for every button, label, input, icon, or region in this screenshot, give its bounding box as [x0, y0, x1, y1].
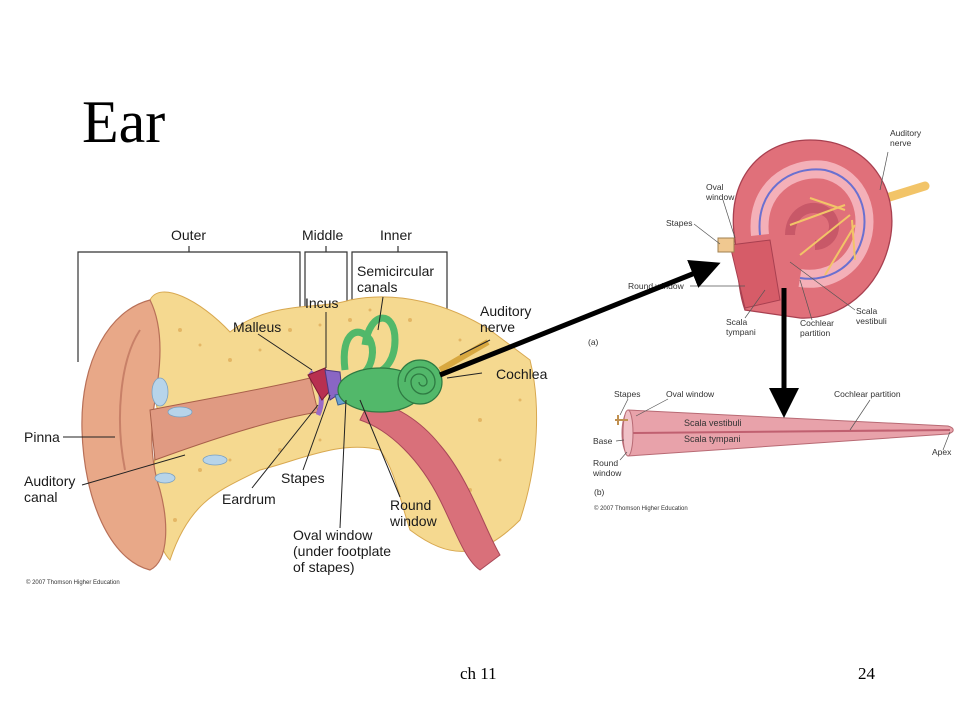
uncoiled-label-round-window-2: window	[592, 468, 622, 478]
label-cochlea: Cochlea	[496, 366, 548, 382]
uncoiled-label-stapes: Stapes	[614, 389, 640, 399]
uncoiled-leader-lines	[615, 398, 951, 461]
uncoiled-partition	[629, 429, 951, 434]
cochlea-stapes	[717, 237, 735, 253]
uncoiled-label-scala-tympani: Scala tympani	[684, 434, 741, 444]
label-outer: Outer	[171, 227, 206, 243]
label-auditory-canal-1: Auditory	[24, 473, 75, 489]
cartilage	[151, 377, 228, 484]
cochlea-label-panel: (a)	[588, 337, 599, 347]
cochlea-label-oval-window-2: window	[705, 192, 735, 202]
label-semicircular-1: Semicircular	[357, 263, 434, 279]
uncoiled-label-base: Base	[593, 436, 613, 446]
label-oval-window-1: Oval window	[293, 527, 373, 543]
footer-page-number: 24	[858, 664, 875, 683]
label-round-window-2: window	[389, 513, 438, 529]
ear-cross-section: Outer Middle Inner Semicircular canals A…	[24, 227, 548, 586]
connection-arrows	[439, 259, 799, 418]
nerve-fibers	[789, 197, 856, 276]
uncoiled-label-oval-window: Oval window	[666, 389, 715, 399]
cochlea-uncoiled: Stapes Oval window Cochlear partition Ba…	[592, 389, 954, 512]
cochlea-spiral	[404, 366, 436, 395]
label-eardrum: Eardrum	[222, 491, 276, 507]
label-malleus: Malleus	[233, 319, 281, 335]
cochlea-label-scala-tympani-1: Scala	[726, 317, 748, 327]
footer-chapter: ch 11	[460, 664, 497, 683]
uncoiled-stapes	[615, 415, 628, 425]
cochlea-label-oval-window-1: Oval	[706, 182, 724, 192]
cochlea-label-scala-vestibuli-1: Scala	[856, 306, 878, 316]
label-oval-window-2: (under footplate	[293, 543, 391, 559]
cochlea-label-auditory-nerve-1: Auditory	[890, 128, 922, 138]
uncoiled-label-panel: (b)	[594, 487, 605, 497]
label-middle: Middle	[302, 227, 343, 243]
label-inner: Inner	[380, 227, 412, 243]
uncoiled-label-cochlear-partition: Cochlear partition	[834, 389, 901, 399]
cochlea-inner-turn	[785, 202, 839, 250]
label-auditory-nerve-2: nerve	[480, 319, 515, 335]
label-stapes: Stapes	[281, 470, 325, 486]
cochlea-label-cochlear-partition-2: partition	[800, 328, 831, 338]
cochlea-label-cochlear-partition-1: Cochlear	[800, 318, 834, 328]
cochlea-label-scala-vestibuli-2: vestibuli	[856, 316, 887, 326]
label-auditory-canal-2: canal	[24, 489, 57, 505]
label-semicircular-2: canals	[357, 279, 397, 295]
cochlea-label-scala-tympani-2: tympani	[726, 327, 756, 337]
uncoiled-tube	[621, 409, 954, 457]
uncoiled-label-apex: Apex	[932, 447, 952, 457]
cochlea-coiled: Auditory nerve Oval window Stapes Round …	[588, 128, 930, 347]
eustachian-tube	[359, 399, 501, 571]
uncoiled-label-round-window-1: Round	[593, 458, 618, 468]
copyright-ear: © 2007 Thomson Higher Education	[26, 579, 120, 586]
cochlea-label-auditory-nerve-2: nerve	[890, 138, 912, 148]
uncoiled-label-scala-vestibuli: Scala vestibuli	[684, 418, 742, 428]
cochlea-base	[729, 239, 781, 309]
uncoiled-base	[622, 409, 634, 457]
slide-title: Ear	[82, 89, 166, 155]
label-incus: Incus	[305, 295, 338, 311]
leader-lines	[63, 296, 491, 529]
label-oval-window-3: of stapes)	[293, 559, 354, 575]
label-round-window-1: Round	[390, 497, 431, 513]
cochlea-label-stapes: Stapes	[666, 218, 692, 228]
label-auditory-nerve-1: Auditory	[480, 303, 531, 319]
label-pinna: Pinna	[24, 429, 60, 445]
auditory-nerve	[438, 339, 490, 373]
arrow-cochlea-to-coiled	[439, 259, 721, 378]
copyright-uncoiled: © 2007 Thomson Higher Education	[594, 505, 688, 512]
